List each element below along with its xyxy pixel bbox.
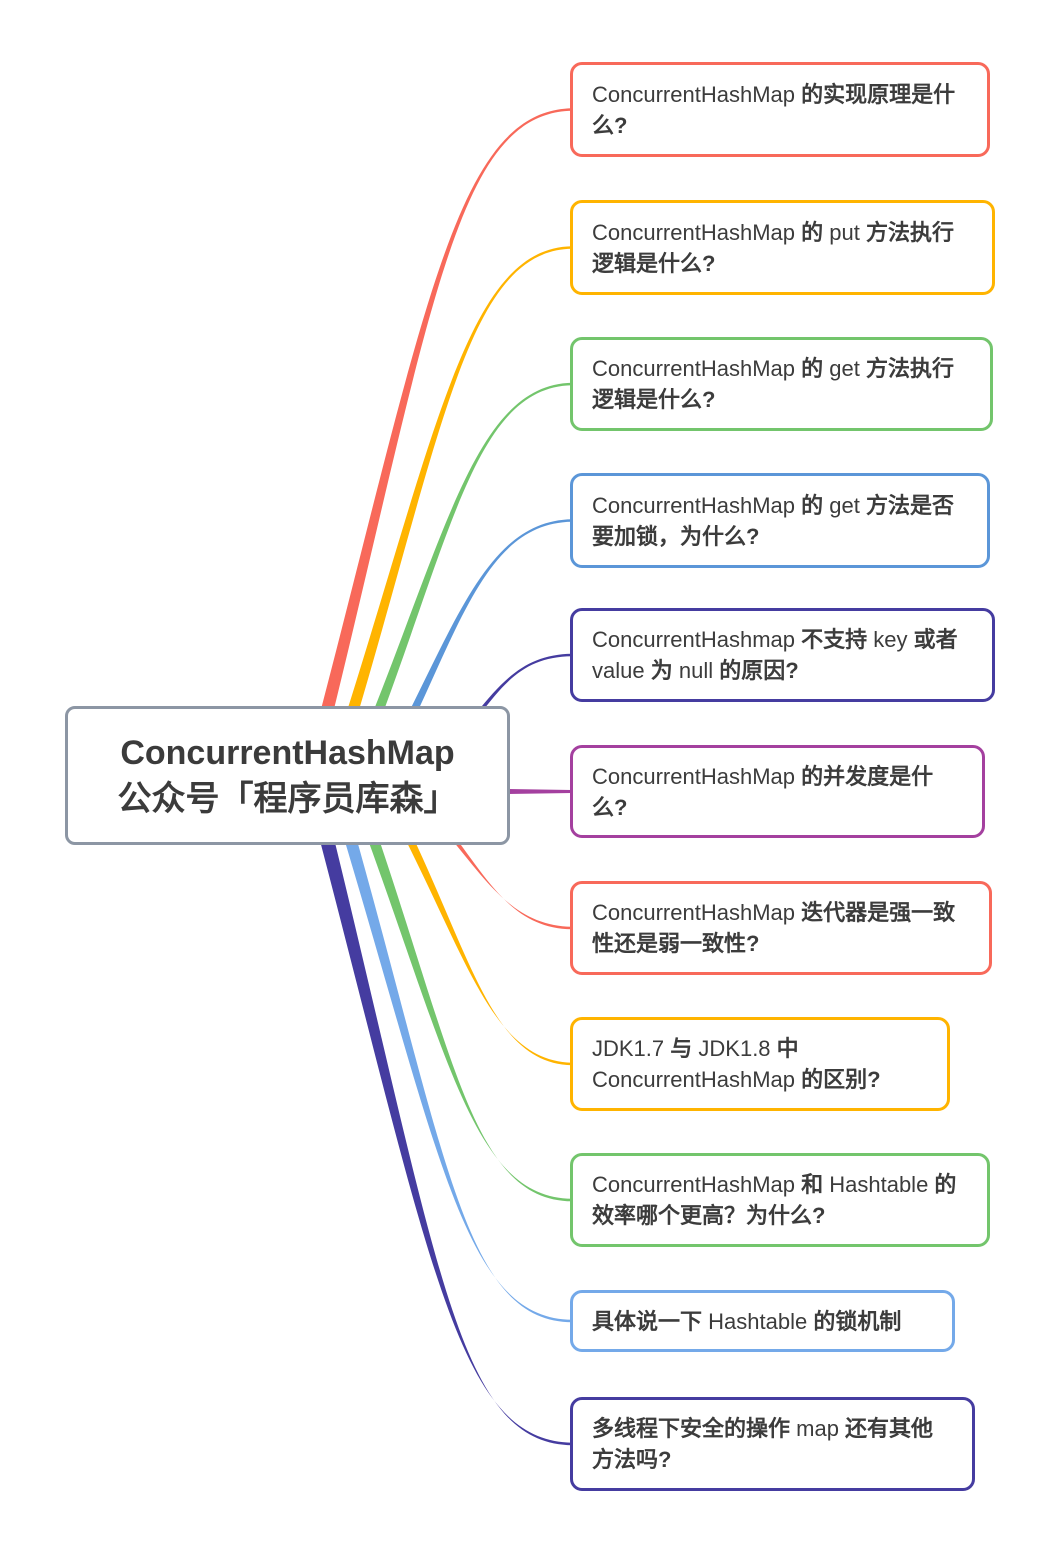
connector-edge-9 bbox=[356, 807, 572, 1202]
branch-node-4[interactable]: ConcurrentHashMap 的 get 方法是否要加锁，为什么? bbox=[570, 473, 990, 568]
branch-label: ConcurrentHashMap 的 get 方法是否要加锁，为什么? bbox=[592, 492, 954, 549]
branch-node-2[interactable]: ConcurrentHashMap 的 put 方法执行逻辑是什么? bbox=[570, 200, 995, 295]
branch-label: ConcurrentHashmap 不支持 key 或者 value 为 nul… bbox=[592, 627, 958, 683]
branch-label: ConcurrentHashMap 的 put 方法执行逻辑是什么? bbox=[592, 219, 954, 276]
connector-edge-1 bbox=[303, 108, 572, 778]
branch-node-5[interactable]: ConcurrentHashmap 不支持 key 或者 value 为 nul… bbox=[570, 608, 995, 702]
root-title-line2: 公众号「程序员库森」 bbox=[117, 779, 458, 818]
branch-node-8[interactable]: JDK1.7 与 JDK1.8 中 ConcurrentHashMap 的区别? bbox=[570, 1017, 950, 1111]
connector-edge-2 bbox=[325, 246, 572, 778]
connector-edge-10 bbox=[335, 810, 572, 1323]
branch-label: ConcurrentHashMap 的实现原理是什么? bbox=[592, 81, 956, 138]
connector-edge-6 bbox=[508, 789, 572, 794]
branch-node-9[interactable]: ConcurrentHashMap 和 Hashtable 的效率哪个更高？为什… bbox=[570, 1153, 990, 1247]
branch-label: 多线程下安全的操作 map 还有其他方法吗? bbox=[592, 1416, 934, 1472]
branch-label: ConcurrentHashMap 和 Hashtable 的效率哪个更高？为什… bbox=[592, 1172, 957, 1228]
branch-label: JDK1.7 与 JDK1.8 中 ConcurrentHashMap 的区别? bbox=[592, 1036, 881, 1092]
branch-node-3[interactable]: ConcurrentHashMap 的 get 方法执行逻辑是什么? bbox=[570, 337, 993, 431]
root-node[interactable]: ConcurrentHashMap 公众号「程序员库森」 bbox=[65, 706, 510, 845]
branch-node-6[interactable]: ConcurrentHashMap 的并发度是什么? bbox=[570, 745, 985, 838]
branch-node-7[interactable]: ConcurrentHashMap 迭代器是强一致性还是弱一致性? bbox=[570, 881, 992, 975]
branch-node-1[interactable]: ConcurrentHashMap 的实现原理是什么? bbox=[570, 62, 990, 157]
branch-label: ConcurrentHashMap 迭代器是强一致性还是弱一致性? bbox=[592, 900, 956, 956]
root-title-line1: ConcurrentHashMap bbox=[120, 733, 455, 772]
branch-label: ConcurrentHashMap 的 get 方法执行逻辑是什么? bbox=[592, 356, 954, 412]
branch-node-10[interactable]: 具体说一下 Hashtable 的锁机制 bbox=[570, 1290, 955, 1352]
branch-label: ConcurrentHashMap 的并发度是什么? bbox=[592, 763, 934, 820]
branch-label: 具体说一下 Hashtable 的锁机制 bbox=[592, 1308, 902, 1334]
connector-edge-11 bbox=[312, 812, 572, 1446]
branch-node-11[interactable]: 多线程下安全的操作 map 还有其他方法吗? bbox=[570, 1397, 975, 1491]
